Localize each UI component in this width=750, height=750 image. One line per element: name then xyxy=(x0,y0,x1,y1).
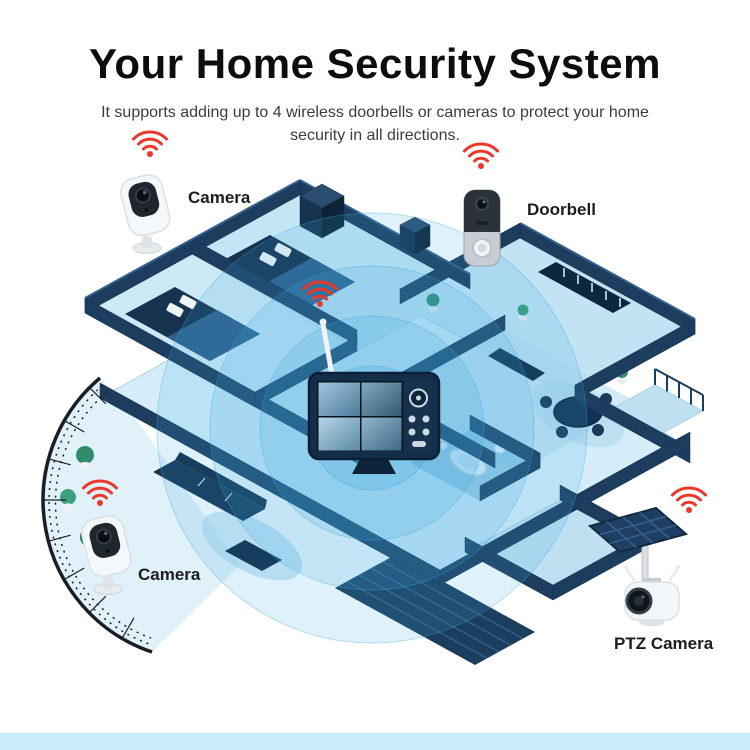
ptz-antenna xyxy=(668,566,680,582)
ptz-camera-device xyxy=(587,506,689,626)
coffee-table xyxy=(225,540,282,571)
camera-feed xyxy=(361,382,402,416)
camera-label-top-left: Camera xyxy=(188,188,251,207)
balcony-floor xyxy=(43,378,240,652)
wifi-signal-icon xyxy=(463,142,499,171)
house-walls xyxy=(84,179,696,601)
camera-feed xyxy=(318,382,360,416)
doorbell-label: Doorbell xyxy=(527,200,596,219)
chimney-block xyxy=(299,183,431,255)
wardrobe xyxy=(538,262,631,313)
sofa xyxy=(153,452,267,521)
camera-label-bottom-left: Camera xyxy=(138,565,201,584)
page-title: Your Home Security System xyxy=(89,40,661,87)
footer-accent-bar xyxy=(0,733,750,750)
kitchen-counter xyxy=(488,348,545,381)
doorbell-device xyxy=(463,189,501,267)
bed xyxy=(125,287,260,361)
monitor-hub xyxy=(302,280,441,474)
doorbell-lens xyxy=(474,196,490,212)
solar-panel xyxy=(587,506,689,554)
antenna xyxy=(320,321,335,378)
page-subtitle: It supports adding up to 4 wireless door… xyxy=(101,104,649,145)
deck xyxy=(335,555,535,665)
balcony-railing xyxy=(41,368,704,654)
header: Your Home Security System It supports ad… xyxy=(0,0,750,147)
wifi-signal-icon xyxy=(671,486,707,515)
ptz-camera-label: PTZ Camera xyxy=(614,634,714,653)
monitor-stand xyxy=(352,459,396,474)
camera-device-top-left xyxy=(116,170,174,255)
camera-feed xyxy=(361,417,402,451)
ptz-antenna xyxy=(624,566,636,582)
camera-feed xyxy=(318,417,360,451)
